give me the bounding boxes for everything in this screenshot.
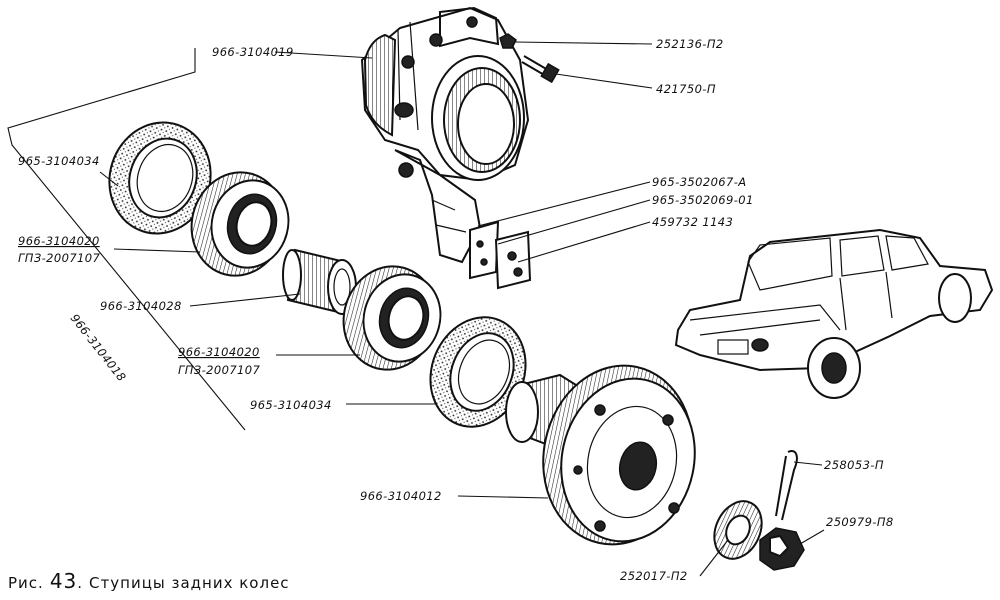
caption-prefix: Рис.	[8, 574, 44, 592]
seal-left-drawing	[108, 121, 212, 235]
label-seal-left: 965-3104034	[18, 154, 100, 168]
caption-number: 43	[50, 569, 77, 593]
caption-title: Ступицы задних колес	[89, 574, 290, 592]
label-plate: 459732 1143	[652, 215, 733, 229]
label-spacer: 966-3104028	[100, 299, 182, 313]
bearing-left-drawing	[190, 171, 290, 277]
label-assembly: 966-3104018	[68, 311, 129, 384]
cotter-pin-drawing	[775, 450, 798, 521]
label-bearing-left-std: ГПЗ-2007107	[18, 251, 100, 265]
label-hub-housing: 966-3104019	[212, 45, 294, 59]
figure-caption: Рис. 43. Ступицы задних колес	[8, 569, 290, 593]
label-bearing-right-part: 966-3104020	[178, 345, 260, 359]
label-bearing-right-std: ГПЗ-2007107	[178, 363, 260, 377]
caption-dot: .	[77, 574, 83, 592]
washer-drawing	[713, 500, 763, 560]
label-bracket-a: 965-3502067-А	[652, 175, 747, 189]
label-bracket-b: 965-3502069-01	[652, 193, 754, 207]
bracket-plates-drawing	[469, 220, 532, 290]
label-hub: 966-3104012	[360, 489, 442, 503]
car-drawing	[674, 228, 994, 399]
label-cotter-pin: 258053-П	[824, 458, 884, 472]
label-washer: 252017-П2	[620, 569, 688, 583]
bolt-nut-drawing	[499, 33, 560, 84]
hub-drawing	[505, 364, 696, 546]
label-castle-nut: 250979-П8	[826, 515, 894, 529]
hub-housing-drawing	[360, 6, 530, 264]
leader-lines	[7, 41, 825, 577]
seal-right-drawing	[429, 316, 527, 428]
castle-nut-drawing	[759, 527, 805, 571]
label-seal-right: 965-3104034	[250, 398, 332, 412]
label-nut: 252136-П2	[656, 37, 724, 51]
bearing-right-drawing	[342, 265, 442, 371]
label-bearing-left-part: 966-3104020	[18, 234, 100, 248]
label-bolt: 421750-П	[656, 82, 716, 96]
